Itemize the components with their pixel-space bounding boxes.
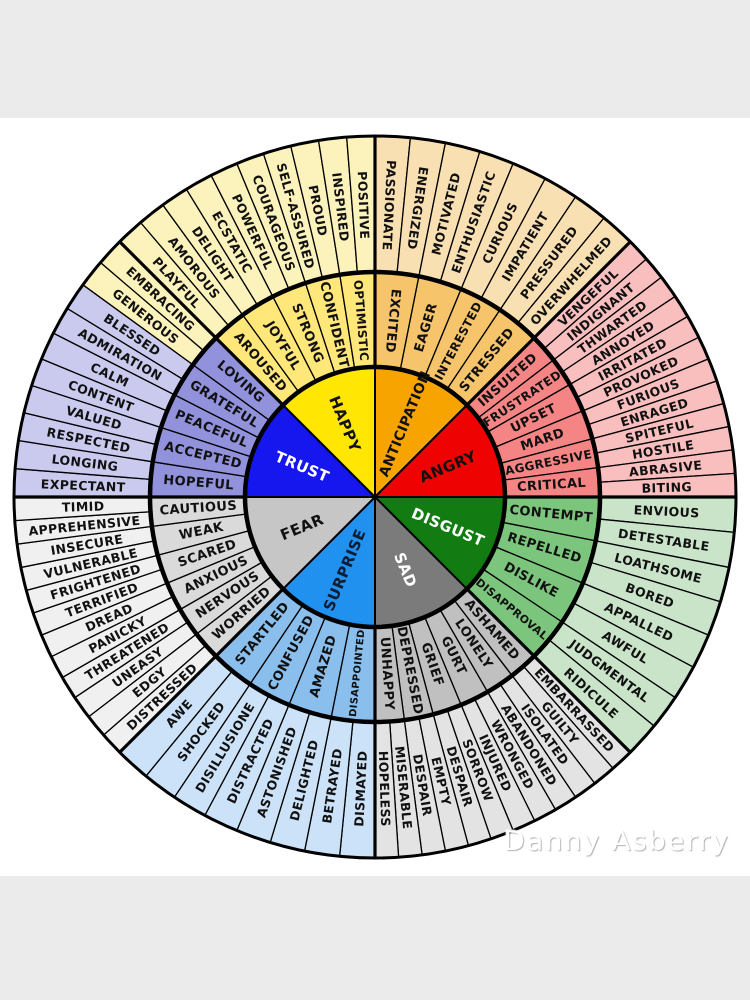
outer-label-expectant: EXPECTANT [41, 476, 126, 494]
middle-label-cautious: CAUTIOUS [159, 499, 237, 519]
outer-label-timid: TIMID [62, 498, 105, 514]
section-boundary-line [118, 240, 286, 408]
middle-label-optimistic: OPTIMISTIC [351, 279, 371, 361]
outer-label-hopeless: HOPELESS [376, 751, 393, 827]
top-margin-strip [0, 0, 750, 118]
section-boundary-line [118, 586, 286, 754]
bottom-margin-strip [0, 876, 750, 1000]
middle-label-hopeful: HOPEFUL [163, 473, 235, 494]
outer-label-dismayed: DISMAYED [351, 750, 370, 827]
outer-label-biting: BITING [641, 479, 692, 496]
outer-rim-outline [12, 134, 738, 860]
outer-label-abrasive: ABRASIVE [628, 457, 703, 479]
middle-ring-outline [147, 269, 603, 725]
watermark-text: Danny Asberry [503, 826, 730, 857]
section-boundary-line [464, 240, 632, 408]
core-ring-outline [242, 364, 508, 630]
outer-label-passionate: PASSIONATE [380, 160, 399, 251]
middle-label-critical: CRITICAL [517, 476, 587, 495]
middle-label-excited: EXCITED [382, 288, 403, 353]
middle-label-unhappy: UNHAPPY [377, 636, 397, 711]
outer-label-envious: ENVIOUS [633, 502, 700, 520]
outer-label-positive: POSITIVE [355, 171, 373, 240]
section-boundary-line [464, 586, 632, 754]
